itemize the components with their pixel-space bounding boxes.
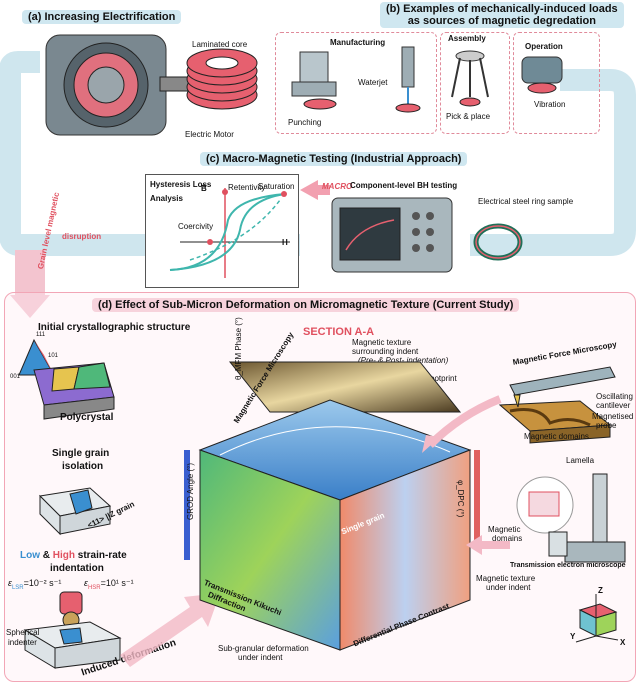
spherical-label-1: Spherical	[6, 628, 40, 637]
hysteresis-title-2: Analysis	[150, 194, 183, 203]
instrument-arrows	[422, 395, 510, 555]
initial-structure-label: Initial crystallographic structure	[38, 322, 191, 333]
mag-texture-label-1: Magnetic texture	[352, 338, 412, 347]
lamella-label: Lamella	[566, 456, 595, 465]
sub-granular-label-1: Sub-granular deformation	[218, 644, 309, 653]
bh-tester-illustration	[331, 197, 523, 273]
mag-under-label-1: Magnetic texture	[476, 574, 536, 583]
axis-x-label: X	[620, 638, 626, 647]
amp-label: &	[40, 550, 53, 561]
axis-z-label: Z	[598, 586, 603, 595]
mfm-instrument-illustration	[498, 366, 616, 444]
eps-lsr-value: =10⁻² s⁻¹	[23, 578, 62, 588]
retentivity-label: Retentivity	[228, 183, 266, 192]
load-icons	[291, 46, 563, 113]
low-label: Low	[20, 550, 40, 561]
mfm-phase-label: θ_MFM Phase (°)	[234, 317, 243, 380]
electric-motor-illustration	[45, 34, 258, 136]
single-grain-illustration	[38, 487, 112, 536]
strain-rate-label: strain-rate	[75, 550, 127, 561]
ipf-111: 111	[36, 332, 46, 338]
tem-illustration	[516, 473, 626, 563]
mfm-domains-label: Magnetic domains	[524, 432, 589, 441]
assembly-label: Assembly	[448, 34, 486, 43]
hysteresis-title-1: Hysteresis Loss	[150, 180, 212, 189]
panel-b-subtitle: as sources of magnetic degredation	[407, 15, 596, 27]
axis-h-label: H	[282, 238, 288, 247]
axis-b-label: B	[201, 184, 207, 193]
operation-box	[513, 32, 600, 134]
ipf-101: 101	[48, 353, 59, 359]
indentation-label: indentation	[50, 563, 104, 574]
sub-granular-label-2: under indent	[238, 653, 283, 662]
macro-label: MACRO	[322, 182, 353, 191]
spherical-label-2: indenter	[8, 638, 37, 647]
tem-domains-label-1: Magnetic	[488, 525, 521, 534]
mag-under-label-2: under indent	[486, 583, 531, 592]
manufacturing-box	[275, 32, 437, 134]
deformation-arrow	[120, 593, 220, 667]
panel-d-title: (d) Effect of Sub-Micron Deformation on …	[92, 298, 520, 312]
panel-a-title: (a) Increasing Electrification	[22, 10, 182, 24]
lsr-subscript: LSR	[11, 584, 24, 591]
electric-motor-label: Electric Motor	[185, 130, 234, 139]
coercivity-label: Coercivity	[178, 222, 214, 231]
magnetised-label-2: probe	[596, 421, 617, 430]
panel-b-title: (b) Examples of mechanically-induced loa…	[386, 3, 618, 15]
oscillating-label-2: cantilever	[596, 401, 631, 410]
grod-label: GROD Angle (°)	[186, 463, 195, 520]
grain-level-label-2: disruption	[62, 232, 102, 241]
high-label: High	[52, 550, 75, 561]
tem-domains-label-2: domains	[492, 534, 523, 543]
manufacturing-label: Manufacturing	[330, 38, 386, 47]
axes-triad	[575, 594, 619, 643]
pick-place-label: Pick & place	[446, 112, 491, 121]
panel-c-title: (c) Macro-Magnetic Testing (Industrial A…	[200, 152, 468, 166]
axis-y-label: Y	[570, 632, 576, 641]
ipf-001: 001	[10, 374, 21, 380]
tem-label: Transmission electron microscope	[510, 562, 626, 569]
saturation-label: Saturation	[258, 182, 295, 191]
bh-testing-label: Component-level BH testing	[350, 181, 458, 190]
single-grain-label-1: Single grain	[52, 448, 110, 459]
magnetised-label-1: Magnetised	[592, 412, 634, 421]
mag-texture-label-3: (Pre- & Post- indentation)	[358, 356, 449, 365]
punching-label: Punching	[288, 118, 322, 127]
hysteresis-loop	[169, 188, 290, 278]
polycrystal-label: Polycrystal	[60, 412, 114, 423]
assembly-box	[440, 32, 510, 134]
laminated-core-label: Laminated core	[192, 40, 248, 49]
single-grain-label-2: isolation	[62, 461, 104, 472]
ring-sample-label: Electrical steel ring sample	[478, 197, 574, 206]
mag-texture-label-2: surrounding indent	[352, 347, 419, 356]
vibration-label: Vibration	[534, 100, 566, 109]
operation-label: Operation	[525, 42, 563, 51]
oscillating-label-1: Oscillating	[596, 392, 633, 401]
central-cube	[184, 361, 480, 651]
section-label: SECTION A-A	[303, 326, 375, 338]
polycrystal-illustration	[18, 338, 115, 420]
hsr-subscript: HSR	[87, 584, 101, 591]
eps-hsr-value: =10¹ s⁻¹	[100, 578, 134, 588]
waterjet-label: Waterjet	[358, 78, 388, 87]
indentation-illustration	[23, 591, 122, 669]
